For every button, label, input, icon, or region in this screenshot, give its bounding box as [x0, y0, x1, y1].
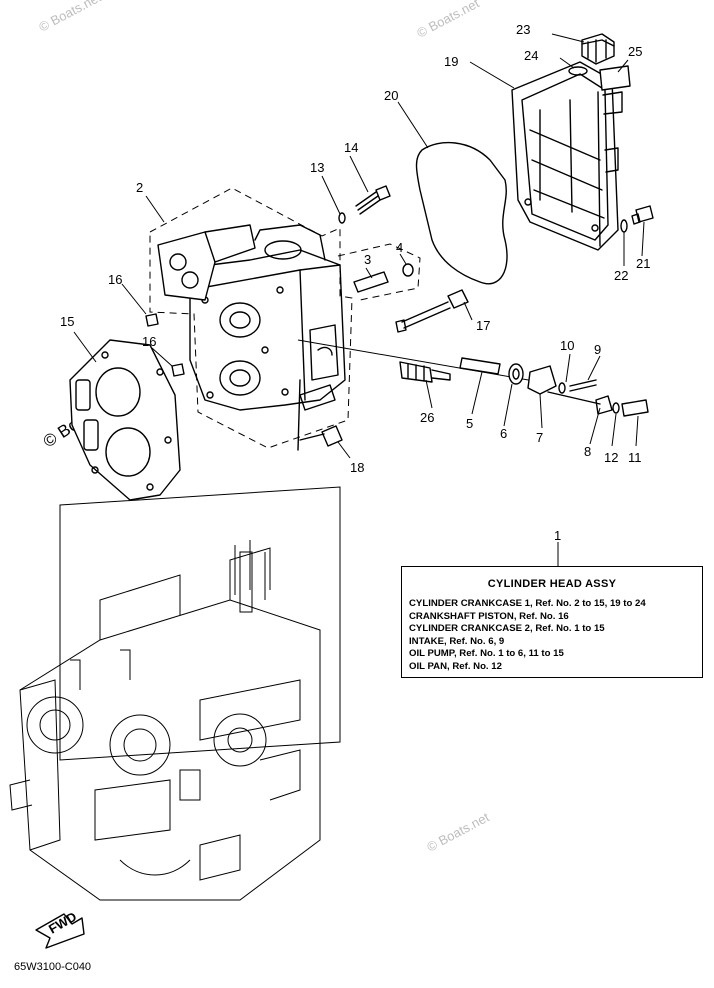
callout-7: 7: [536, 430, 543, 445]
reference-line: INTAKE, Ref. No. 6, 9: [409, 635, 505, 647]
oil-seal: [508, 363, 524, 385]
callout-6: 6: [500, 426, 507, 441]
callout-1: 1: [554, 528, 561, 543]
dowel-pin: [402, 263, 414, 277]
watermark: © Boats.net: [414, 0, 482, 41]
assembly-title: CYLINDER HEAD ASSY: [487, 578, 617, 590]
intake-gasket: [157, 224, 256, 301]
washer: [338, 212, 346, 224]
o-ring: [568, 66, 588, 76]
bolt: [547, 391, 601, 405]
callout-22: 22: [614, 268, 628, 283]
pump-housing: [527, 365, 557, 395]
reference-line: CRANKSHAFT PISTON, Ref. No. 16: [409, 610, 569, 622]
bolt: [621, 399, 649, 417]
oil-filler-cap: [581, 33, 615, 65]
dowel-pin: [171, 363, 185, 377]
bolt: [569, 379, 597, 392]
reference-line: CYLINDER CRANKCASE 2, Ref. No. 1 to 15: [409, 623, 605, 635]
callout-15: 15: [60, 314, 74, 329]
shaft: [459, 357, 501, 375]
callout-12: 12: [604, 450, 618, 465]
caution-label: [599, 65, 631, 91]
assembly-outline: [149, 187, 353, 449]
watermark: © Boats.net: [424, 809, 492, 854]
assembly-info-box: CYLINDER HEAD ASSY CYLINDER CRANKCASE 1,…: [401, 566, 703, 678]
pump-gasket: [595, 395, 613, 415]
callout-25: 25: [628, 44, 642, 59]
spark-plug: [399, 361, 451, 383]
bolt: [355, 185, 391, 215]
callout-11: 11: [628, 450, 642, 465]
bolt: [321, 425, 343, 447]
reference-line: OIL PUMP, Ref. No. 1 to 6, 11 to 15: [409, 648, 564, 660]
callout-18: 18: [350, 460, 364, 475]
bolt: [395, 289, 469, 333]
bolt: [299, 433, 325, 441]
callout-13: 13: [310, 160, 324, 175]
callout-10: 10: [560, 338, 574, 353]
callout-2: 2: [136, 180, 143, 195]
callout-16: 16: [108, 272, 122, 287]
reference-line: CYLINDER CRANKCASE 1, Ref. No. 2 to 15, …: [409, 598, 646, 609]
assembly-reference-list: CYLINDER CRANKCASE 1, Ref. No. 2 to 15, …: [409, 598, 646, 674]
dowel-pin: [353, 271, 389, 293]
callout-16: 16: [142, 334, 156, 349]
oil-seal: [512, 368, 520, 380]
callout-4: 4: [396, 240, 403, 255]
reference-line: OIL PAN, Ref. No. 12: [409, 660, 502, 672]
diagram-code: 65W3100-C040: [14, 961, 92, 973]
callout-23: 23: [516, 22, 530, 37]
washer: [558, 382, 566, 394]
callout-9: 9: [594, 342, 601, 357]
fwd-arrow-icon: FWD: [35, 909, 85, 949]
callout-3: 3: [364, 252, 371, 267]
assembly-outline: [337, 243, 421, 301]
washer: [620, 219, 628, 233]
callout-21: 21: [636, 256, 650, 271]
bolt: [631, 205, 654, 225]
head-gasket: [69, 339, 181, 501]
watermark: © Boats.net: [36, 0, 104, 35]
cylinder-head: [189, 224, 346, 451]
leader-lines: [73, 33, 645, 566]
callout-26: 26: [420, 410, 434, 425]
cylinder-head-cover: [511, 61, 623, 251]
cover-gasket: [415, 141, 508, 285]
cylinder-crankcase-block: [9, 486, 341, 901]
washer: [612, 402, 620, 414]
callout-17: 17: [476, 318, 490, 333]
callout-20: 20: [384, 88, 398, 103]
callout-5: 5: [466, 416, 473, 431]
dowel-pin: [145, 313, 159, 327]
callout-8: 8: [584, 444, 591, 459]
callout-19: 19: [444, 54, 458, 69]
callout-24: 24: [524, 48, 538, 63]
callout-14: 14: [344, 140, 358, 155]
alignment-line: [297, 339, 541, 383]
